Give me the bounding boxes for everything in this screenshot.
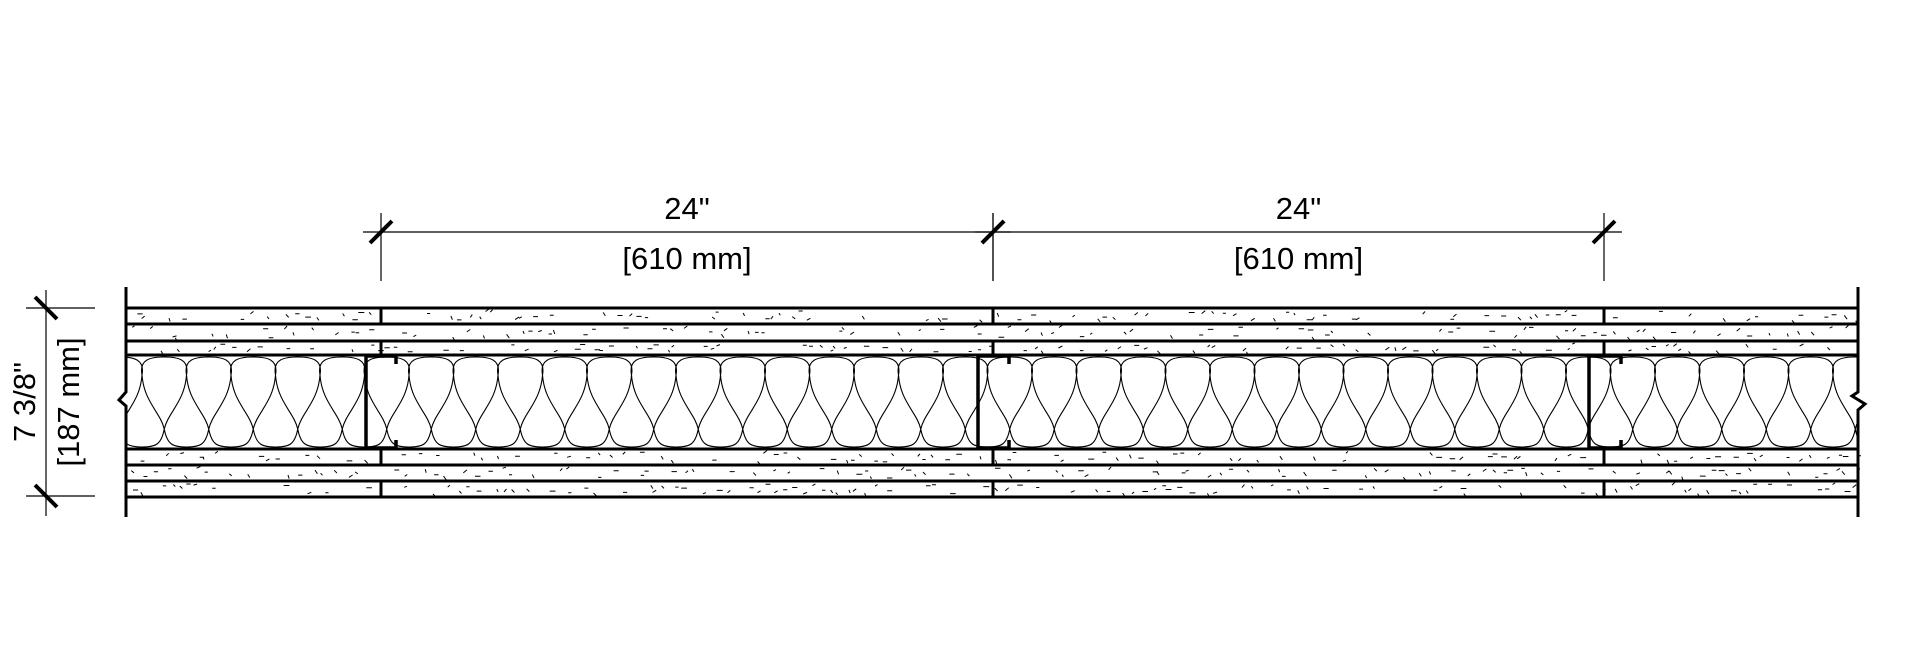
steel-studs bbox=[364, 354, 1623, 450]
left-break-line bbox=[116, 287, 128, 517]
dimension-2-imperial-label: 24" bbox=[1276, 191, 1322, 226]
stud-2 bbox=[976, 354, 1011, 450]
wall-break-lines bbox=[116, 287, 1868, 517]
insulation-loops bbox=[126, 356, 1858, 448]
gypsum-speckle-hatch bbox=[130, 308, 1861, 498]
right-break-line bbox=[1849, 287, 1868, 517]
stud-1 bbox=[364, 354, 398, 450]
board-joints bbox=[379, 308, 1606, 497]
dimension-2-metric-label: [610 mm] bbox=[1234, 241, 1363, 276]
dim-1-tick-0 bbox=[368, 219, 394, 245]
dimension-1-imperial-label: 24" bbox=[664, 191, 710, 226]
thickness-imperial-label: 7 3/8" bbox=[7, 362, 42, 442]
thickness-tick-0 bbox=[33, 295, 59, 321]
stud-3 bbox=[1587, 354, 1623, 450]
speckle-marks bbox=[130, 308, 1861, 498]
dim-2-tick-0 bbox=[980, 219, 1006, 245]
dimension-1-metric-label: [610 mm] bbox=[622, 241, 751, 276]
wall-thickness-dimension bbox=[26, 290, 95, 516]
stud-spacing-dimensions bbox=[363, 213, 1622, 281]
thickness-metric-label: [187 mm] bbox=[51, 337, 86, 466]
batt-insulation-pattern bbox=[126, 356, 1858, 448]
insulation-curves bbox=[126, 356, 1858, 448]
dim-2-tick-1 bbox=[1591, 219, 1617, 245]
thickness-tick-1 bbox=[33, 483, 59, 509]
